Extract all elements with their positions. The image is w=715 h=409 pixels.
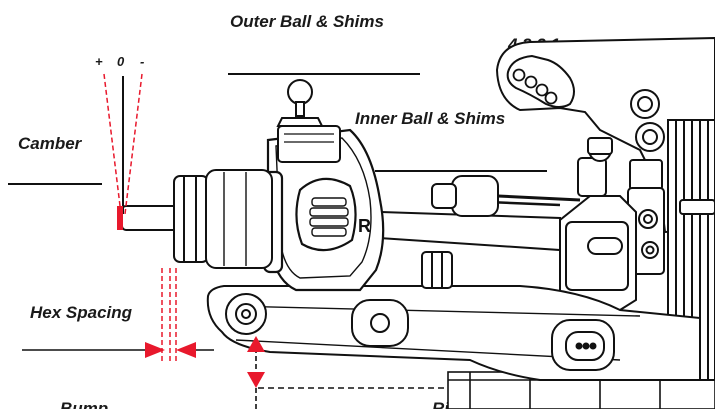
hex-arrow-left-icon: [176, 342, 196, 358]
steering-knuckle: [262, 128, 385, 292]
bump-arrow-down-icon: [247, 372, 265, 388]
camber-label: Camber: [18, 134, 82, 153]
camber-plus-label: +: [95, 54, 103, 69]
camber-rule: [8, 183, 102, 185]
outer-ball-assembly: [276, 79, 341, 163]
camber-reference-lines: [103, 73, 143, 230]
outer-ball-rule: [228, 73, 420, 75]
hex-spacing-label: Hex Spacing: [30, 303, 133, 322]
inner-ball-shims-label: Inner Ball & Shims: [355, 109, 506, 128]
camber-minus-label: -: [140, 54, 145, 69]
camber-zero-label: 0: [117, 54, 125, 69]
hex-spacing-marker: [22, 268, 214, 362]
bump-marker: [247, 336, 448, 409]
inner-ball-rule: [375, 170, 547, 172]
bump-arrow-up-icon: [247, 336, 265, 352]
lower-arm: [206, 251, 701, 381]
upper-link: [379, 137, 637, 311]
bump-label: Bump: [60, 399, 109, 409]
hub-ribs: [309, 197, 349, 237]
hex-arrow-right-icon: [145, 342, 165, 358]
axle-and-hex: [121, 169, 273, 269]
side-mark-r: R: [358, 216, 371, 236]
outer-ball-shims-label: Outer Ball & Shims: [230, 12, 384, 31]
tower-holes: [512, 68, 558, 105]
